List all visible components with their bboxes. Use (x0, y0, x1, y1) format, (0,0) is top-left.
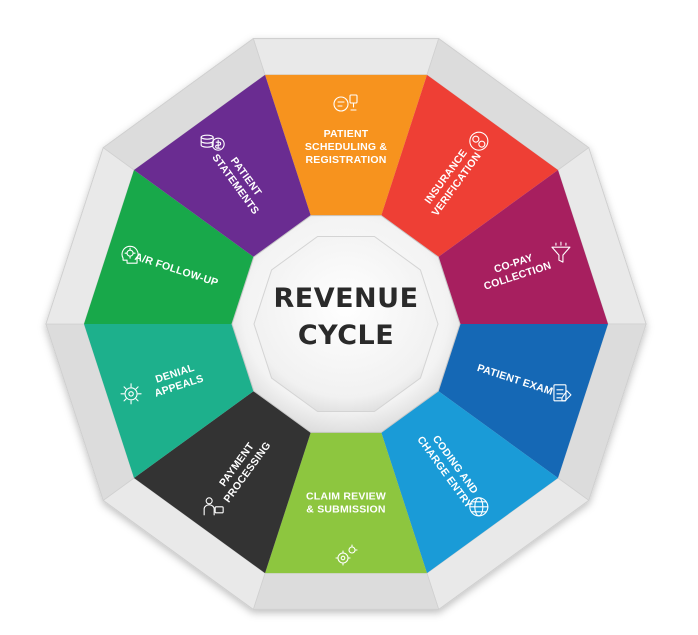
funnel-icon (551, 241, 571, 263)
segment-label-line: REGISTRATION (306, 154, 387, 166)
center-title-line2: CYCLE (298, 320, 394, 351)
segment-patient-statements (134, 74, 311, 257)
segment-label-claim-review: CLAIM REVIEW& SUBMISSION (306, 491, 386, 516)
segment-copay-collection (438, 170, 608, 324)
segment-patient-scheduling (265, 74, 427, 216)
exam-icon (553, 384, 572, 402)
segment-claim-review (265, 432, 427, 574)
gears-icon (335, 544, 358, 566)
settings-icon (120, 383, 142, 405)
segment-label-line: SCHEDULING & (305, 141, 388, 153)
segment-payment-processing (134, 391, 311, 574)
segment-patient-exam (438, 324, 608, 478)
frame-bevel-facet (252, 572, 440, 610)
segment-ring (84, 74, 608, 574)
segment-label-line: CLAIM REVIEW (306, 491, 386, 503)
scheduling-icon (333, 94, 358, 112)
brain-gear-icon (121, 245, 139, 264)
payment-icon (203, 497, 224, 516)
center-hub (231, 215, 461, 433)
insurance-icon (469, 131, 489, 151)
segment-denial-appeals (84, 324, 254, 478)
hub-inner-decagon (253, 236, 439, 412)
segment-ar-follow-up (84, 170, 254, 324)
frame-bevel-facet (252, 38, 440, 76)
globe-icon (469, 497, 489, 517)
segment-icons (120, 94, 572, 566)
segment-label-line: & SUBMISSION (306, 504, 385, 516)
segment-coding-charge-entry (381, 391, 558, 574)
coins-icon (200, 134, 225, 151)
segment-insurance-verification (381, 74, 558, 257)
segment-label-line: PATIENT (324, 128, 369, 140)
center-title-line1: REVENUE (273, 283, 418, 314)
